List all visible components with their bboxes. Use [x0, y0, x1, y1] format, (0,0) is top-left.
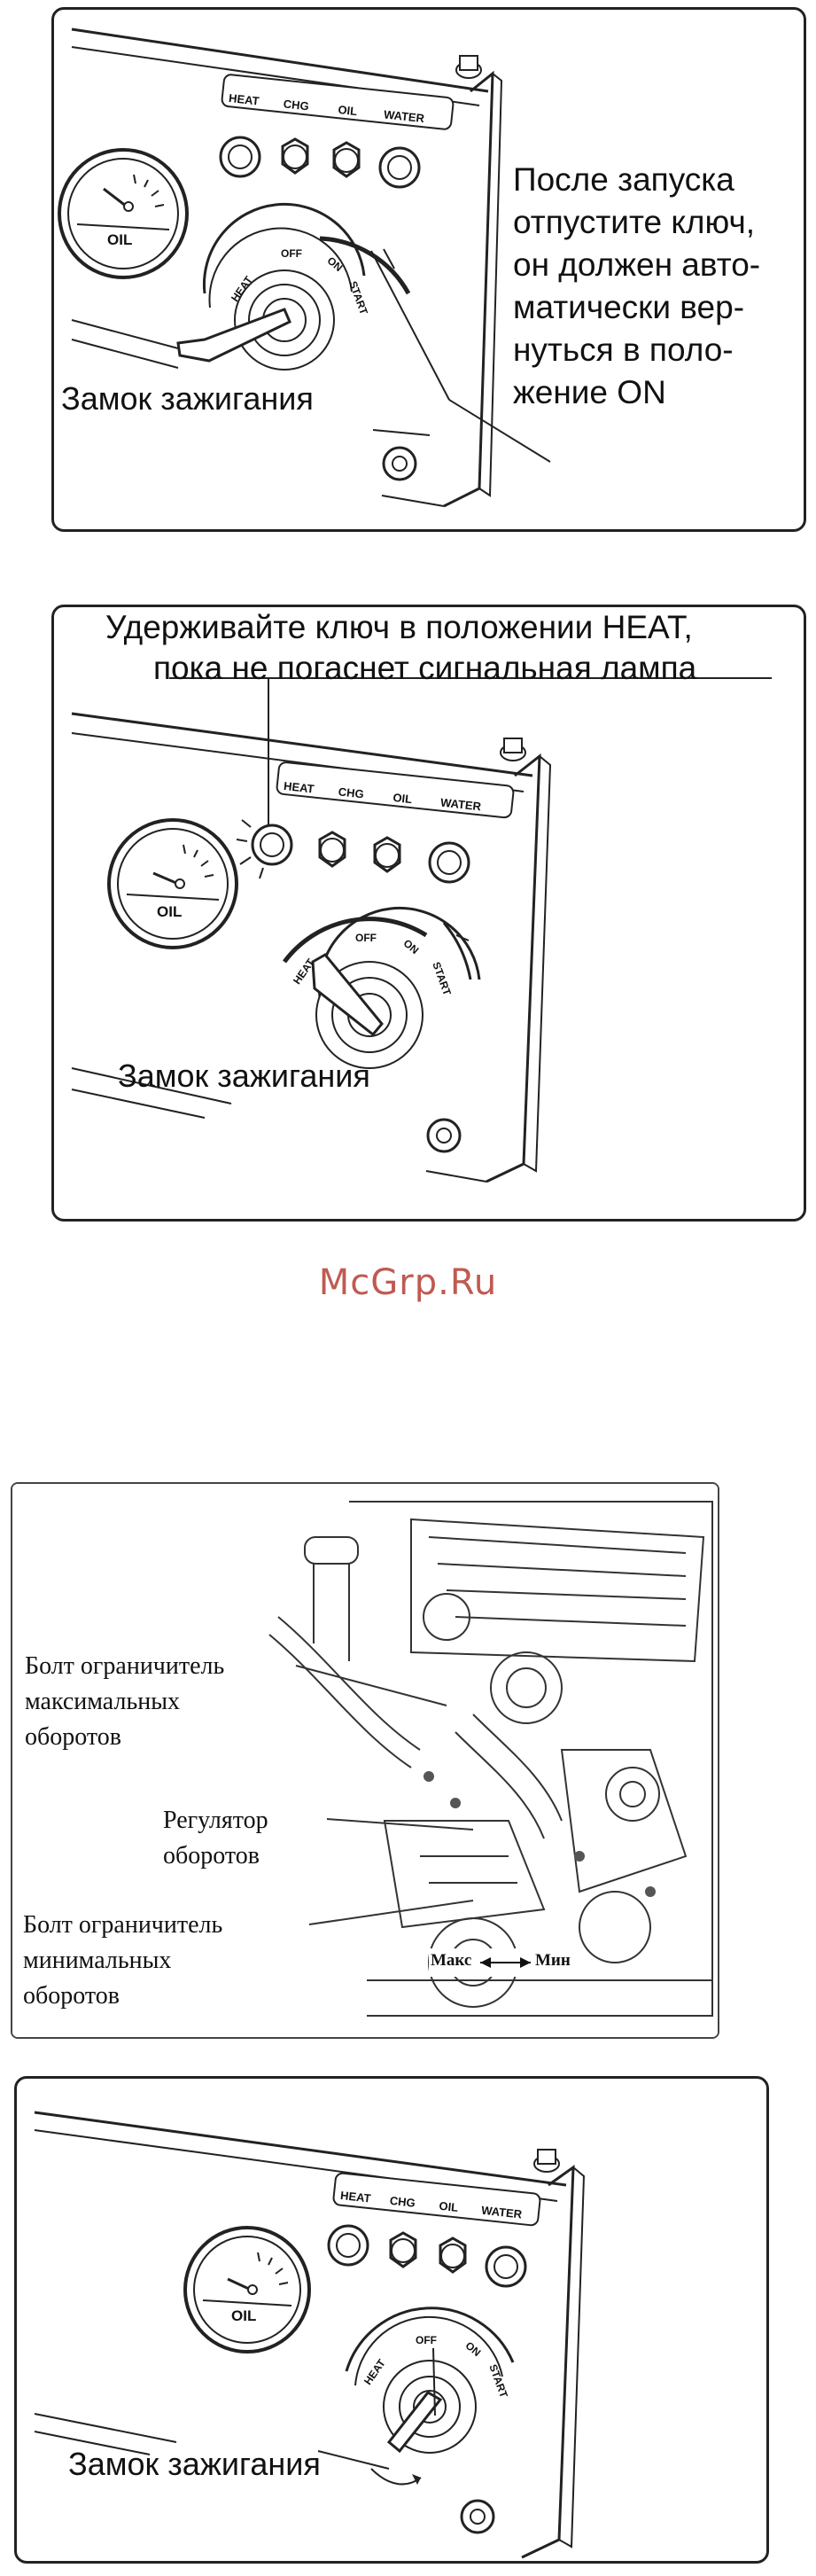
label-line: Болт ограничитель: [23, 1911, 223, 1939]
ignition-switch-icon: [176, 202, 411, 371]
lamp-heat-icon: [219, 136, 261, 178]
callout-line: нуться в поло-: [513, 332, 734, 368]
callout-line: жение ON: [513, 374, 666, 410]
arrow-label-max: Макс: [431, 1951, 472, 1970]
panel-release-key: HEAT CHG OIL WATER OIL HEAT OFF ON START…: [51, 7, 806, 532]
label-line: Регулятор: [163, 1807, 268, 1834]
lamp-label-oil: OIL: [438, 2198, 459, 2214]
switch-pos-off: OFF: [355, 932, 377, 944]
ignition-label: Замок зажигания: [118, 1058, 370, 1094]
oil-gauge-icon: [183, 2226, 311, 2354]
lamp-chg-icon: [281, 137, 309, 175]
dashboard-illustration-2: [71, 677, 772, 1183]
callout-line: пока не погаснет сигнальная лампа: [153, 650, 697, 686]
callout-line: он должен авто-: [513, 246, 761, 283]
lamp-water-icon: [378, 146, 421, 189]
ignition-switch-icon: [345, 2307, 515, 2486]
lamp-heat-icon: [327, 2224, 369, 2267]
lamp-heat-lit-icon: [236, 819, 293, 879]
label-line: оборотов: [25, 1723, 121, 1751]
callout-line: Удерживайте ключ в положении HEAT,: [105, 609, 693, 645]
lamp-label-chg: CHG: [338, 785, 365, 801]
lamp-label-oil: OIL: [392, 790, 413, 807]
lamp-water-icon: [428, 841, 470, 884]
lamp-label-chg: CHG: [283, 97, 310, 113]
callout-hold-heat: Удерживайте ключ в положении HEAT, пока …: [105, 607, 696, 689]
callout-line: матически вер-: [513, 289, 745, 325]
switch-pos-off: OFF: [281, 247, 302, 260]
lamp-chg-icon: [389, 2231, 417, 2268]
label-line: Болт ограничитель: [25, 1652, 225, 1680]
gauge-label: OIL: [107, 231, 133, 248]
lamp-label-oil: OIL: [337, 102, 358, 119]
label-max-bolt: Болт ограничитель максимальных оборотов: [25, 1649, 225, 1755]
switch-pos-off: OFF: [416, 2334, 437, 2346]
oil-gauge-icon: [107, 818, 238, 949]
ignition-label: Замок зажигания: [61, 380, 314, 417]
dashboard-illustration-4: [34, 2111, 586, 2559]
ignition-switch-icon: [282, 906, 481, 1069]
label-line: оборотов: [23, 1982, 120, 2010]
oil-gauge-icon: [58, 148, 189, 279]
panel-ignition-off: HEAT CHG OIL WATER OIL HEAT OFF ON START…: [14, 2076, 769, 2564]
panel-hold-heat: HEAT CHG OIL WATER OIL HEAT OFF ON START…: [51, 605, 806, 1222]
panel-engine-speed: Болт ограничитель максимальных оборотов …: [11, 1482, 719, 2039]
dashboard-illustration-1: [58, 27, 551, 508]
lamp-label-chg: CHG: [389, 2193, 416, 2210]
label-min-bolt: Болт ограничитель минимальных оборотов: [23, 1908, 223, 2014]
callout-line: После запуска: [513, 161, 734, 198]
lamp-oil-icon: [373, 836, 401, 873]
label-line: максимальных: [25, 1688, 181, 1715]
ignition-label: Замок зажигания: [68, 2446, 321, 2482]
lamp-chg-icon: [318, 831, 346, 868]
watermark: McGrp.Ru: [318, 1262, 498, 1303]
label-line: минимальных: [23, 1947, 172, 1974]
lamp-water-icon: [485, 2245, 527, 2288]
lamp-oil-icon: [332, 141, 361, 178]
label-regulator: Регулятор оборотов: [163, 1803, 268, 1874]
arrow-label-min: Мин: [535, 1951, 571, 1970]
lamp-oil-icon: [439, 2236, 467, 2274]
gauge-label: OIL: [231, 2307, 257, 2324]
callout-release-key: После запуска отпустите ключ, он должен …: [513, 159, 760, 414]
label-line: оборотов: [163, 1842, 260, 1870]
gauge-label: OIL: [157, 903, 183, 920]
callout-line: отпустите ключ,: [513, 204, 756, 240]
